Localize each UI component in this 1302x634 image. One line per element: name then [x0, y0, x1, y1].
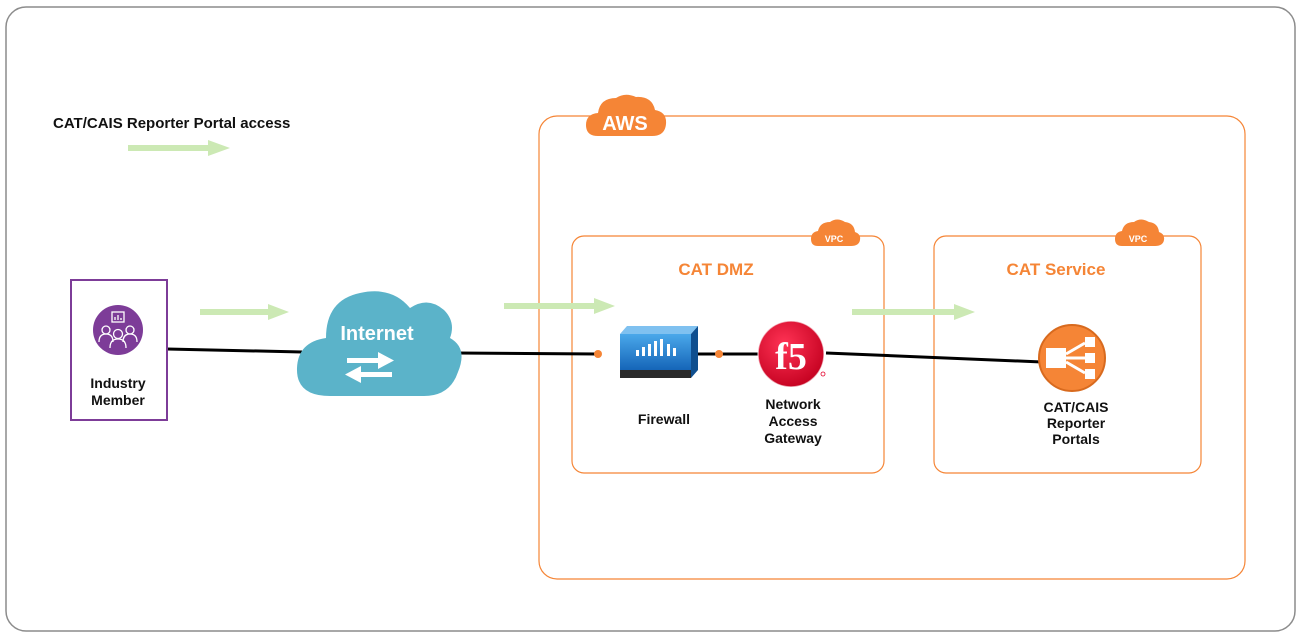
- firewall-label: Firewall: [638, 411, 690, 427]
- portals-node: CAT/CAIS Reporter Portals: [1038, 324, 1109, 447]
- dmz-label: CAT DMZ: [678, 260, 753, 279]
- industry-member-label-1: Industry: [90, 375, 145, 391]
- industry-member-node: Industry Member: [70, 279, 168, 421]
- link-internet-firewall: [455, 351, 599, 356]
- aws-region: [538, 115, 1246, 580]
- users-glyph: [98, 311, 138, 349]
- flow-arrow-1: [200, 304, 289, 320]
- flow-arrow-3: [852, 304, 975, 320]
- dmz-vpc-badge: VPC: [811, 219, 861, 246]
- connector-dot-fw-right: [715, 350, 723, 358]
- legend-title: CAT/CAIS Reporter Portal access: [53, 115, 290, 132]
- internet-label: Internet: [340, 323, 414, 345]
- flow-arrow-2: [504, 298, 615, 314]
- outer-frame: [5, 6, 1296, 632]
- legend-arrow: [128, 140, 230, 156]
- gateway-label-3: Gateway: [764, 430, 822, 446]
- connector-dot-fw-left: [594, 350, 602, 358]
- service-vpc-region: [933, 235, 1202, 474]
- load-balancer-icon: [1038, 324, 1106, 392]
- f5-logo-icon: f5: [757, 320, 826, 388]
- portals-label-1: CAT/CAIS: [1043, 399, 1108, 415]
- service-label: CAT Service: [1007, 260, 1106, 279]
- link-gateway-portals: [825, 351, 1043, 364]
- dmz-vpc-badge-text: VPC: [825, 234, 844, 244]
- gateway-label-1: Network: [765, 396, 820, 412]
- internet-node: Internet: [296, 291, 462, 396]
- service-vpc-badge-text: VPC: [1129, 234, 1148, 244]
- f5-logo-text: f5: [775, 336, 807, 378]
- portals-label-2: Reporter: [1047, 415, 1106, 431]
- firewall-node: Firewall: [620, 326, 698, 427]
- portals-label-3: Portals: [1052, 431, 1100, 447]
- link-member-internet: [166, 347, 303, 354]
- gateway-node: f5 Network Access Gateway: [757, 320, 826, 446]
- firewall-icon: [620, 326, 698, 378]
- internet-cloud-icon: [296, 291, 462, 396]
- aws-label: AWS: [602, 113, 648, 135]
- gateway-label-2: Access: [768, 413, 817, 429]
- service-vpc-badge: VPC: [1115, 219, 1165, 246]
- industry-member-label-2: Member: [91, 392, 145, 408]
- aws-cloud-badge: AWS: [586, 94, 667, 136]
- exchange-arrows-icon: [345, 352, 394, 383]
